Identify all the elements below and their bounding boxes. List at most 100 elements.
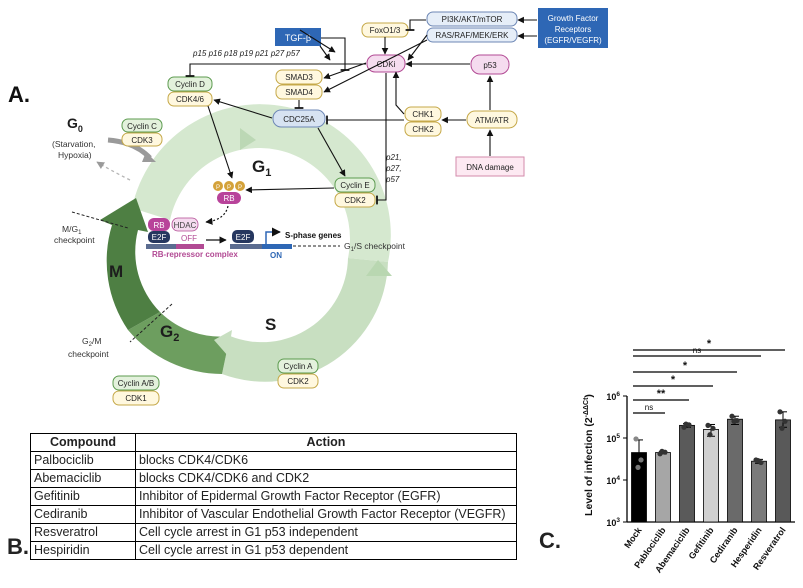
data-point xyxy=(705,422,711,428)
phospho-p-2: P xyxy=(227,185,231,191)
bar xyxy=(751,460,767,523)
inhibitor-side-2: p27, xyxy=(385,164,402,173)
s-arc xyxy=(222,258,388,382)
cdk2-a-label: CDK2 xyxy=(287,377,309,386)
cyclin-e-cdk2: Cyclin E CDK2 xyxy=(334,177,376,208)
chk2-label: CHK2 xyxy=(412,125,434,134)
cdc25a-node: CDC25A xyxy=(272,109,326,128)
smad-node: SMAD3 SMAD4 xyxy=(275,69,323,100)
g2-arc xyxy=(128,312,230,374)
atm-node: ATM/ATR xyxy=(466,110,518,129)
data-point xyxy=(683,421,689,427)
action-cell: blocks CDK4/CDK6 and CDK2 xyxy=(135,469,517,488)
phospho-p-1: P xyxy=(216,185,220,191)
action-cell: Inhibitor of Epidermal Growth Factor Rec… xyxy=(135,487,517,506)
infection-bar-chart: 103104105106MockPablociclibAbemaciclibGe… xyxy=(583,338,795,575)
ras-label: RAS/RAF/MEK/ERK xyxy=(436,31,510,40)
on-label: ON xyxy=(270,251,282,260)
gfr-label-2: Receptors xyxy=(555,25,591,34)
data-point xyxy=(659,448,665,454)
significance-label: * xyxy=(671,374,676,386)
atm-label: ATM/ATR xyxy=(475,116,509,125)
panel-label-c: C. xyxy=(539,528,561,553)
phase-label-s: S xyxy=(265,315,276,334)
action-cell: Cell cycle arrest in G1 p53 dependent xyxy=(135,541,517,560)
e2f-label: E2F xyxy=(152,233,167,242)
phase-label-m: M xyxy=(109,262,123,281)
off-label: OFF xyxy=(181,234,197,243)
p53-label: p53 xyxy=(483,61,497,70)
g2-m-checkpoint-line xyxy=(129,303,173,343)
hdac-label: HDAC xyxy=(174,221,197,230)
compound-cell: Hespiridin xyxy=(30,541,136,560)
compound-cell: Gefitinib xyxy=(30,487,136,506)
pi3k-label: PI3K/AKT/mTOR xyxy=(442,15,503,24)
data-point xyxy=(779,425,785,431)
inhibitor-list-top: p15 p16 p18 p19 p21 p27 p57 xyxy=(192,49,300,58)
cyclin-a-cdk2: Cyclin A CDK2 xyxy=(277,358,319,389)
cdc25a-label: CDC25A xyxy=(283,115,315,124)
cell-cycle-ring xyxy=(100,104,392,382)
p53-node: p53 xyxy=(470,54,510,75)
g1-arc xyxy=(132,104,391,262)
rb-phospho: P P P RB xyxy=(213,181,245,204)
data-point xyxy=(782,418,788,424)
y-tick-label: 106 xyxy=(606,391,620,402)
cyclin-e-label: Cyclin E xyxy=(340,181,369,190)
ras-node: RAS/RAF/MEK/ERK xyxy=(426,27,518,43)
action-cell: Cell cycle arrest in G1 p53 independent xyxy=(135,523,517,542)
bar xyxy=(775,419,791,523)
foxo-node: FoxO1/3 xyxy=(361,22,409,38)
table-header-row: Compound Action xyxy=(30,433,517,452)
data-point xyxy=(777,409,783,415)
cyclin-a-label: Cyclin A xyxy=(284,362,314,371)
panel-label-b: B. xyxy=(7,534,29,559)
significance-label: * xyxy=(683,360,688,372)
inhibitor-side-1: p21, xyxy=(385,153,402,162)
cyclin-d-label: Cyclin D xyxy=(175,80,205,89)
cyclin-ab-label: Cyclin A/B xyxy=(118,379,154,388)
rb-phospho-label: RB xyxy=(223,194,234,203)
ring-arrow-s xyxy=(366,260,392,276)
bar xyxy=(679,424,695,523)
smad4-label: SMAD4 xyxy=(285,88,313,97)
data-point xyxy=(707,432,713,438)
data-point xyxy=(729,413,735,419)
phospho-p-3: P xyxy=(238,185,242,191)
g0-entry-arrowhead xyxy=(142,152,156,162)
gfr-label-1: Growth Factor xyxy=(548,14,599,23)
cdk2-e-label: CDK2 xyxy=(344,196,366,205)
significance-label: ns xyxy=(645,403,653,412)
chart-bars xyxy=(631,409,791,523)
g2-m-checkpoint-label: G2/M xyxy=(82,336,101,348)
smad3-label: SMAD3 xyxy=(285,73,313,82)
signaling-connectors xyxy=(185,16,537,205)
ring-arrow-g1 xyxy=(240,128,256,150)
phase-label-g0: G0 xyxy=(67,115,83,134)
compound-cell: Abemaciclib xyxy=(30,469,136,488)
rb-complex-label: RB-repressor complex xyxy=(152,250,238,259)
phase-label-g2: G2 xyxy=(160,322,179,344)
cyclin-c-label: Cyclin C xyxy=(127,122,157,131)
significance-label: ** xyxy=(657,388,666,400)
y-tick-label: 105 xyxy=(606,433,620,444)
phase-label-g1: G1 xyxy=(252,157,271,179)
action-cell: Inhibitor of Vascular Endothelial Growth… xyxy=(135,505,517,524)
y-tick-label: 104 xyxy=(606,475,620,486)
g0-exit-arrow xyxy=(96,161,131,181)
bar xyxy=(655,452,671,523)
data-point xyxy=(731,418,737,424)
data-point xyxy=(635,464,641,470)
cdki-label: CDKi xyxy=(377,60,396,69)
pi3k-node: PI3K/AKT/mTOR xyxy=(426,11,518,27)
rb-repressor-complex: RB HDAC E2F OFF RB-repressor complex xyxy=(146,217,238,259)
g1-s-checkpoint-label: G1/S checkpoint xyxy=(344,241,406,253)
gfr-label-3: (EGFR/VEGFR) xyxy=(544,36,602,45)
